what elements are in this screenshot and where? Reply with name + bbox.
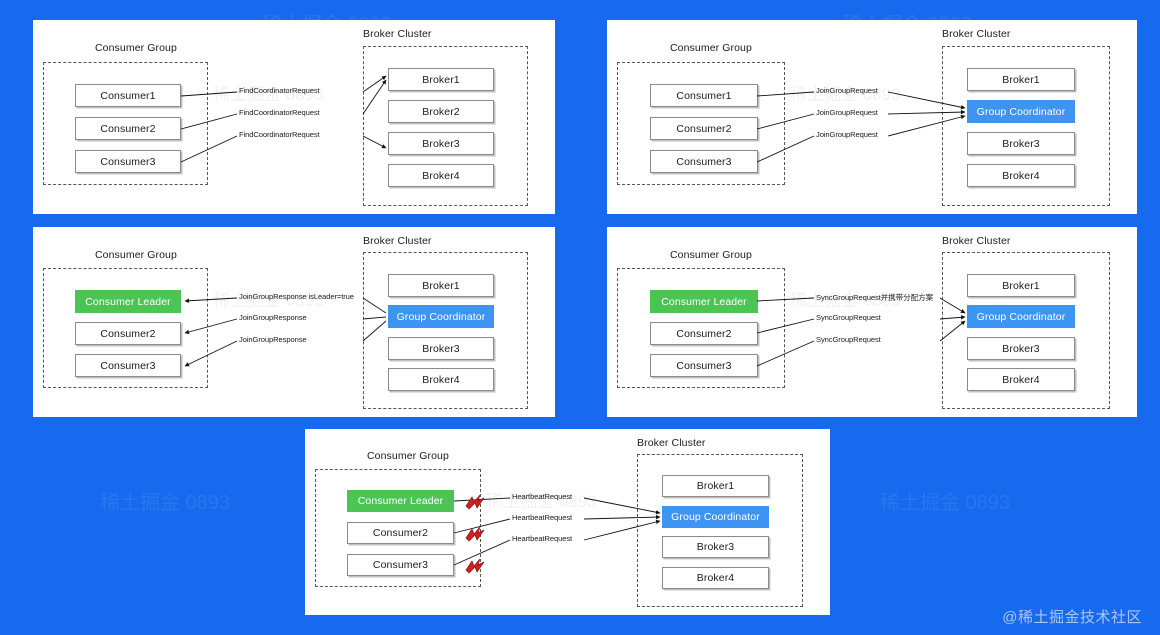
consumer-leader-node[interactable]: Consumer Leader [75, 290, 181, 313]
heartbeat-bolt-3 [464, 558, 485, 574]
broker-node-3[interactable]: Broker3 [388, 337, 494, 360]
consumer-node-3[interactable]: Consumer3 [347, 554, 454, 576]
broker-node-4[interactable]: Broker4 [967, 368, 1075, 391]
consumer-node-2[interactable]: Consumer2 [650, 117, 758, 140]
broker-cluster-title: Broker Cluster [942, 235, 1011, 247]
edge-label-3: JoinGroupResponse [239, 335, 307, 344]
broker-node-1[interactable]: Broker1 [388, 68, 494, 91]
consumer-node-2[interactable]: Consumer2 [75, 117, 181, 140]
broker-cluster-title: Broker Cluster [637, 437, 706, 449]
consumer-leader-node[interactable]: Consumer Leader [347, 490, 454, 512]
consumer-node-1[interactable]: Consumer1 [75, 84, 181, 107]
broker-cluster-container [363, 46, 528, 206]
group-coordinator-node[interactable]: Group Coordinator [662, 506, 769, 528]
broker-node-1[interactable]: Broker1 [967, 68, 1075, 91]
broker-node-3[interactable]: Broker3 [388, 132, 494, 155]
consumer-node-3[interactable]: Consumer3 [650, 354, 758, 377]
heartbeat-bolt-1 [464, 494, 485, 510]
consumer-node-3[interactable]: Consumer3 [75, 354, 181, 377]
broker-node-4[interactable]: Broker4 [388, 164, 494, 187]
background-watermark-3: 稀土掘金 0893 [100, 492, 231, 514]
broker-node-4[interactable]: Broker4 [388, 368, 494, 391]
edge-label-2: FindCoordinatorRequest [239, 108, 320, 117]
consumer-group-title: Consumer Group [670, 42, 752, 54]
brand-watermark: @稀土掘金技术社区 [1002, 609, 1142, 626]
broker-node-3[interactable]: Broker3 [662, 536, 769, 558]
edge-label-3: JoinGroupRequest [816, 130, 878, 139]
consumer-node-3[interactable]: Consumer3 [650, 150, 758, 173]
edge-label-3: FindCoordinatorRequest [239, 130, 320, 139]
broker-node-3[interactable]: Broker3 [967, 337, 1075, 360]
broker-node-1[interactable]: Broker1 [388, 274, 494, 297]
consumer-group-title: Consumer Group [95, 42, 177, 54]
edge-label-1: JoinGroupResponse isLeader=true [239, 292, 354, 301]
background-watermark-4: 稀土掘金 0893 [880, 492, 1011, 514]
edge-label-3: HeartbeatRequest [512, 534, 573, 543]
consumer-group-title: Consumer Group [670, 249, 752, 261]
broker-node-2[interactable]: Broker2 [388, 100, 494, 123]
edge-label-1: SyncGroupRequest并携带分配方案 [816, 293, 934, 302]
broker-node-4[interactable]: Broker4 [662, 567, 769, 589]
consumer-group-title: Consumer Group [367, 450, 449, 462]
group-coordinator-node[interactable]: Group Coordinator [388, 305, 494, 328]
edge-label-2: SyncGroupRequest [816, 313, 881, 322]
group-coordinator-node[interactable]: Group Coordinator [967, 100, 1075, 123]
edge-label-1: JoinGroupRequest [816, 86, 878, 95]
consumer-node-2[interactable]: Consumer2 [347, 522, 454, 544]
broker-node-1[interactable]: Broker1 [967, 274, 1075, 297]
edge-label-2: JoinGroupResponse [239, 313, 307, 322]
broker-node-1[interactable]: Broker1 [662, 475, 769, 497]
broker-node-4[interactable]: Broker4 [967, 164, 1075, 187]
consumer-group-title: Consumer Group [95, 249, 177, 261]
heartbeat-bolt-2 [464, 526, 485, 542]
edge-label-1: FindCoordinatorRequest [239, 86, 320, 95]
consumer-node-3[interactable]: Consumer3 [75, 150, 181, 173]
consumer-leader-node[interactable]: Consumer Leader [650, 290, 758, 313]
consumer-node-2[interactable]: Consumer2 [650, 322, 758, 345]
edge-label-2: JoinGroupRequest [816, 108, 878, 117]
broker-node-3[interactable]: Broker3 [967, 132, 1075, 155]
broker-cluster-title: Broker Cluster [942, 28, 1011, 40]
broker-cluster-title: Broker Cluster [363, 235, 432, 247]
group-coordinator-node[interactable]: Group Coordinator [967, 305, 1075, 328]
consumer-node-1[interactable]: Consumer1 [650, 84, 758, 107]
consumer-node-2[interactable]: Consumer2 [75, 322, 181, 345]
broker-cluster-title: Broker Cluster [363, 28, 432, 40]
edge-label-1: HeartbeatRequest [512, 492, 573, 501]
edge-label-3: SyncGroupRequest [816, 335, 881, 344]
edge-label-2: HeartbeatRequest [512, 513, 573, 522]
